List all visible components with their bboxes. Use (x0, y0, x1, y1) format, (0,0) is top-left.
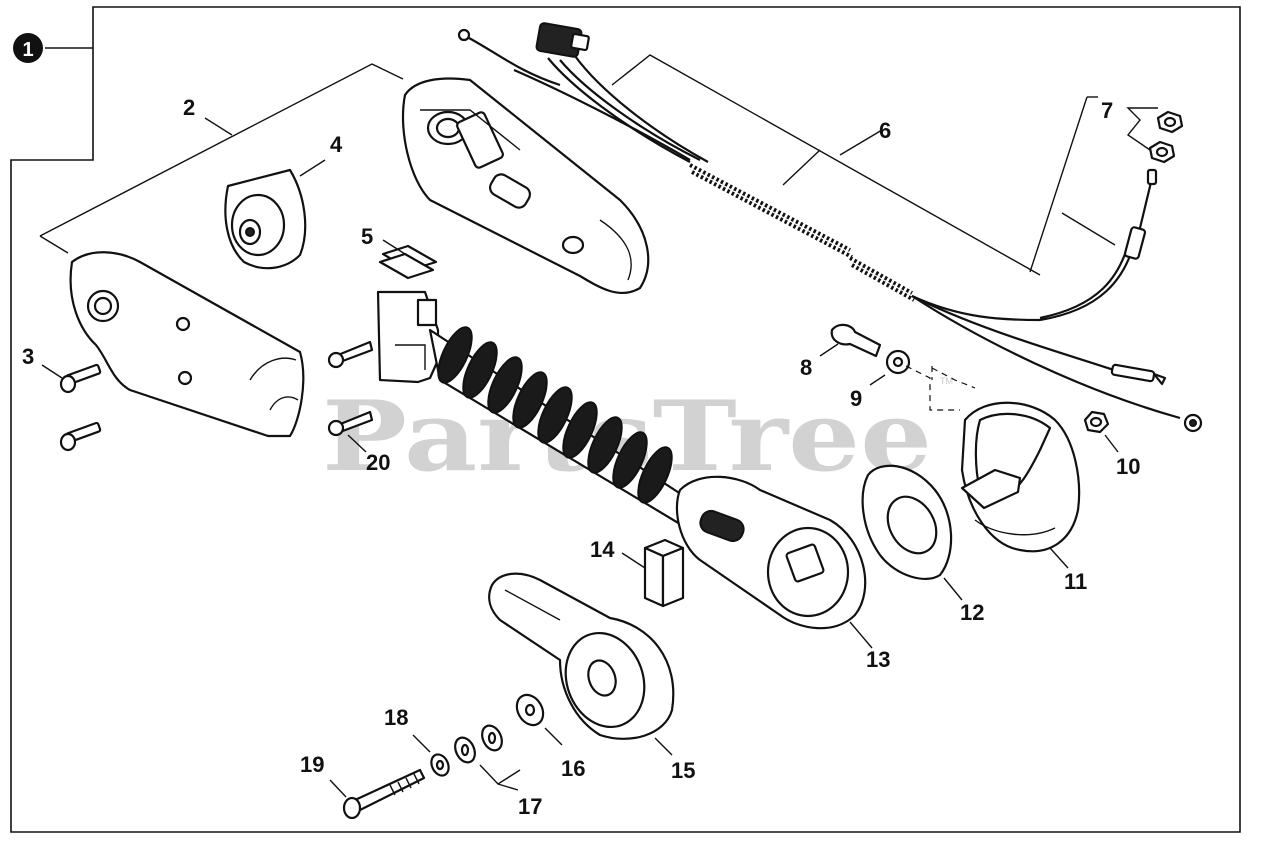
part-11-cover[interactable] (960, 401, 1081, 569)
callout-14[interactable]: 14 (590, 537, 615, 562)
part-15-lock-lever[interactable] (488, 572, 675, 756)
callout-labels: 2 3 4 5 6 7 8 9 10 11 12 13 14 15 16 17 … (22, 95, 1140, 819)
callout-15[interactable]: 15 (671, 758, 695, 783)
part-10-nut[interactable] (1083, 410, 1119, 453)
part-4-switch[interactable] (224, 159, 326, 270)
callout-20[interactable]: 20 (366, 450, 390, 475)
callout-17[interactable]: 17 (518, 794, 542, 819)
callout-5[interactable]: 5 (361, 224, 373, 249)
callout-19[interactable]: 19 (300, 752, 324, 777)
part-5-spring-plate[interactable] (378, 239, 438, 280)
part-16-washer[interactable] (512, 690, 563, 746)
diagram-frame (10, 6, 1241, 833)
callout-10[interactable]: 10 (1116, 454, 1140, 479)
callout-8[interactable]: 8 (800, 355, 812, 380)
part-2-housing[interactable] (39, 63, 650, 438)
part-9-washer[interactable] (869, 349, 976, 411)
watermark-tm: TM (940, 376, 953, 386)
part-7-nuts[interactable] (1029, 96, 1184, 273)
assembly-marker-number: 1 (22, 39, 33, 61)
callout-11[interactable]: 11 (1064, 569, 1087, 594)
part-20-screws[interactable] (327, 340, 374, 453)
part-6-cable-assembly[interactable] (457, 22, 1203, 433)
callout-9[interactable]: 9 (850, 386, 862, 411)
part-8-bolt[interactable] (819, 323, 882, 358)
callout-2[interactable]: 2 (183, 95, 195, 120)
grip-ribs (437, 326, 673, 504)
part-13-throttle-handle[interactable] (376, 290, 873, 649)
callout-13[interactable]: 13 (866, 647, 890, 672)
callout-16[interactable]: 16 (561, 756, 585, 781)
callout-3[interactable]: 3 (22, 344, 34, 369)
callout-6[interactable]: 6 (879, 118, 891, 143)
callout-12[interactable]: 12 (960, 600, 984, 625)
part-18-washer[interactable] (412, 734, 452, 778)
callout-7[interactable]: 7 (1101, 98, 1113, 123)
part-19-bolt[interactable] (329, 768, 426, 820)
part-12-ring[interactable] (861, 464, 963, 601)
callout-18[interactable]: 18 (384, 705, 408, 730)
part-14-block[interactable] (621, 538, 685, 608)
part-17-washers[interactable] (451, 722, 521, 791)
part-3-screw[interactable] (41, 363, 102, 452)
callout-4[interactable]: 4 (330, 132, 343, 157)
assembly-marker[interactable]: 1 (13, 33, 43, 63)
